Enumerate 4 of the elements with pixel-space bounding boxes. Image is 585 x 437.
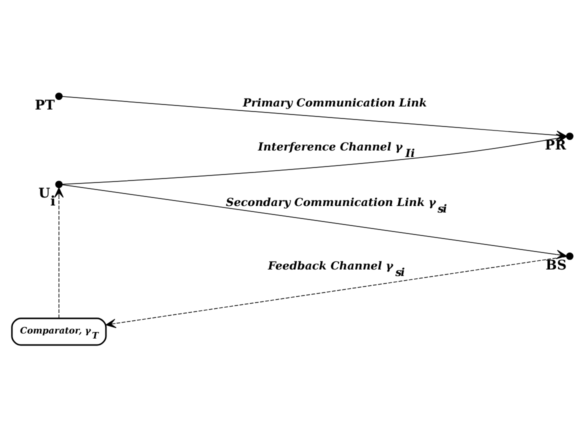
node-label: BS bbox=[546, 256, 567, 273]
edge-label: Primary Communication Link bbox=[242, 96, 427, 110]
node-label: PR bbox=[544, 137, 566, 154]
node-label: PT bbox=[34, 97, 55, 114]
